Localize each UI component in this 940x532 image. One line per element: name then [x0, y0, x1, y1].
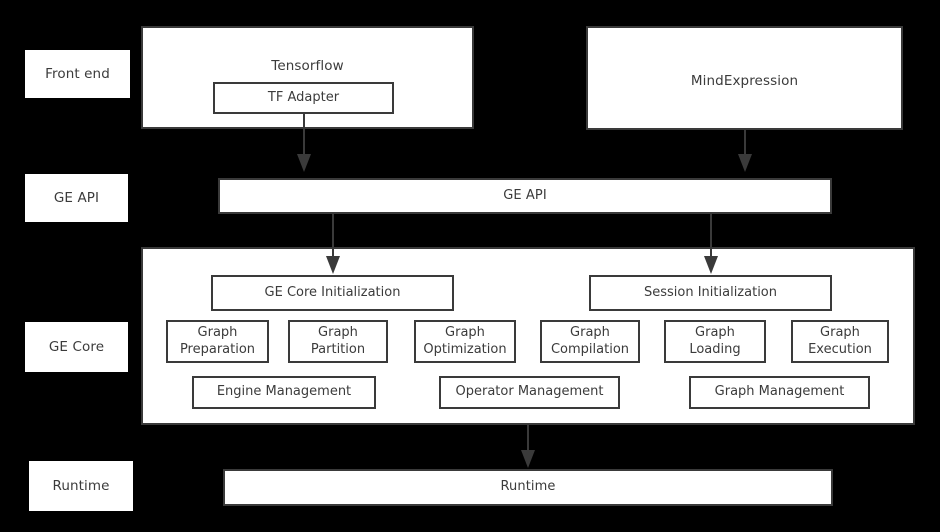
graph-partition-label-line1: Graph [318, 324, 358, 340]
graph-execution-box[interactable]: Graph Execution [791, 320, 889, 363]
graph-optimization-label-line1: Graph [445, 324, 485, 340]
graph-partition-box[interactable]: Graph Partition [288, 320, 388, 363]
graph-management-label: Graph Management [714, 384, 845, 400]
ge-api-label: GE API [503, 187, 547, 203]
mindexpression-group[interactable]: MindExpression [586, 26, 903, 130]
layer-label-ge-core-text: GE Core [48, 338, 105, 355]
runtime-label: Runtime [500, 479, 556, 495]
graph-optimization-box[interactable]: Graph Optimization [414, 320, 516, 363]
graph-partition-label-line2: Partition [310, 341, 366, 357]
graph-execution-label-line1: Graph [820, 324, 860, 340]
graph-compilation-label-line1: Graph [570, 324, 610, 340]
graph-loading-label-line1: Graph [695, 324, 735, 340]
graph-loading-label-line2: Loading [689, 341, 741, 357]
ge-core-initialization-label: GE Core Initialization [264, 284, 401, 300]
layer-label-ge-core: GE Core [25, 322, 128, 372]
engine-management-label: Engine Management [216, 384, 352, 400]
tf-adapter-label: TF Adapter [267, 89, 340, 105]
operator-management-box[interactable]: Operator Management [439, 376, 620, 409]
ge-api-bar[interactable]: GE API [218, 178, 832, 214]
graph-preparation-box[interactable]: Graph Preparation [166, 320, 269, 363]
graph-compilation-label-line2: Compilation [550, 341, 630, 357]
graph-execution-label-line2: Execution [808, 341, 872, 357]
operator-management-label: Operator Management [455, 384, 604, 400]
graph-loading-box[interactable]: Graph Loading [664, 320, 766, 363]
graph-management-box[interactable]: Graph Management [689, 376, 870, 409]
graph-preparation-label-line1: Graph [197, 324, 238, 340]
session-initialization-box[interactable]: Session Initialization [589, 275, 832, 311]
layer-label-runtime: Runtime [29, 461, 133, 511]
tf-adapter-box[interactable]: TF Adapter [213, 82, 394, 114]
layer-label-front-end: Front end [25, 50, 130, 98]
layer-label-front-end-text: Front end [45, 65, 110, 82]
layer-label-ge-api: GE API [25, 174, 128, 222]
mindexpression-title: MindExpression [690, 73, 799, 89]
runtime-bar[interactable]: Runtime [223, 469, 833, 506]
engine-management-box[interactable]: Engine Management [192, 376, 376, 409]
session-initialization-label: Session Initialization [643, 284, 777, 300]
layer-label-ge-api-text: GE API [53, 189, 100, 206]
graph-compilation-box[interactable]: Graph Compilation [540, 320, 640, 363]
graph-optimization-label-line2: Optimization [423, 341, 507, 357]
layer-label-runtime-text: Runtime [52, 477, 110, 494]
tensorflow-title: Tensorflow [271, 58, 344, 74]
graph-preparation-label-line2: Preparation [179, 341, 256, 357]
ge-core-initialization-box[interactable]: GE Core Initialization [211, 275, 454, 311]
